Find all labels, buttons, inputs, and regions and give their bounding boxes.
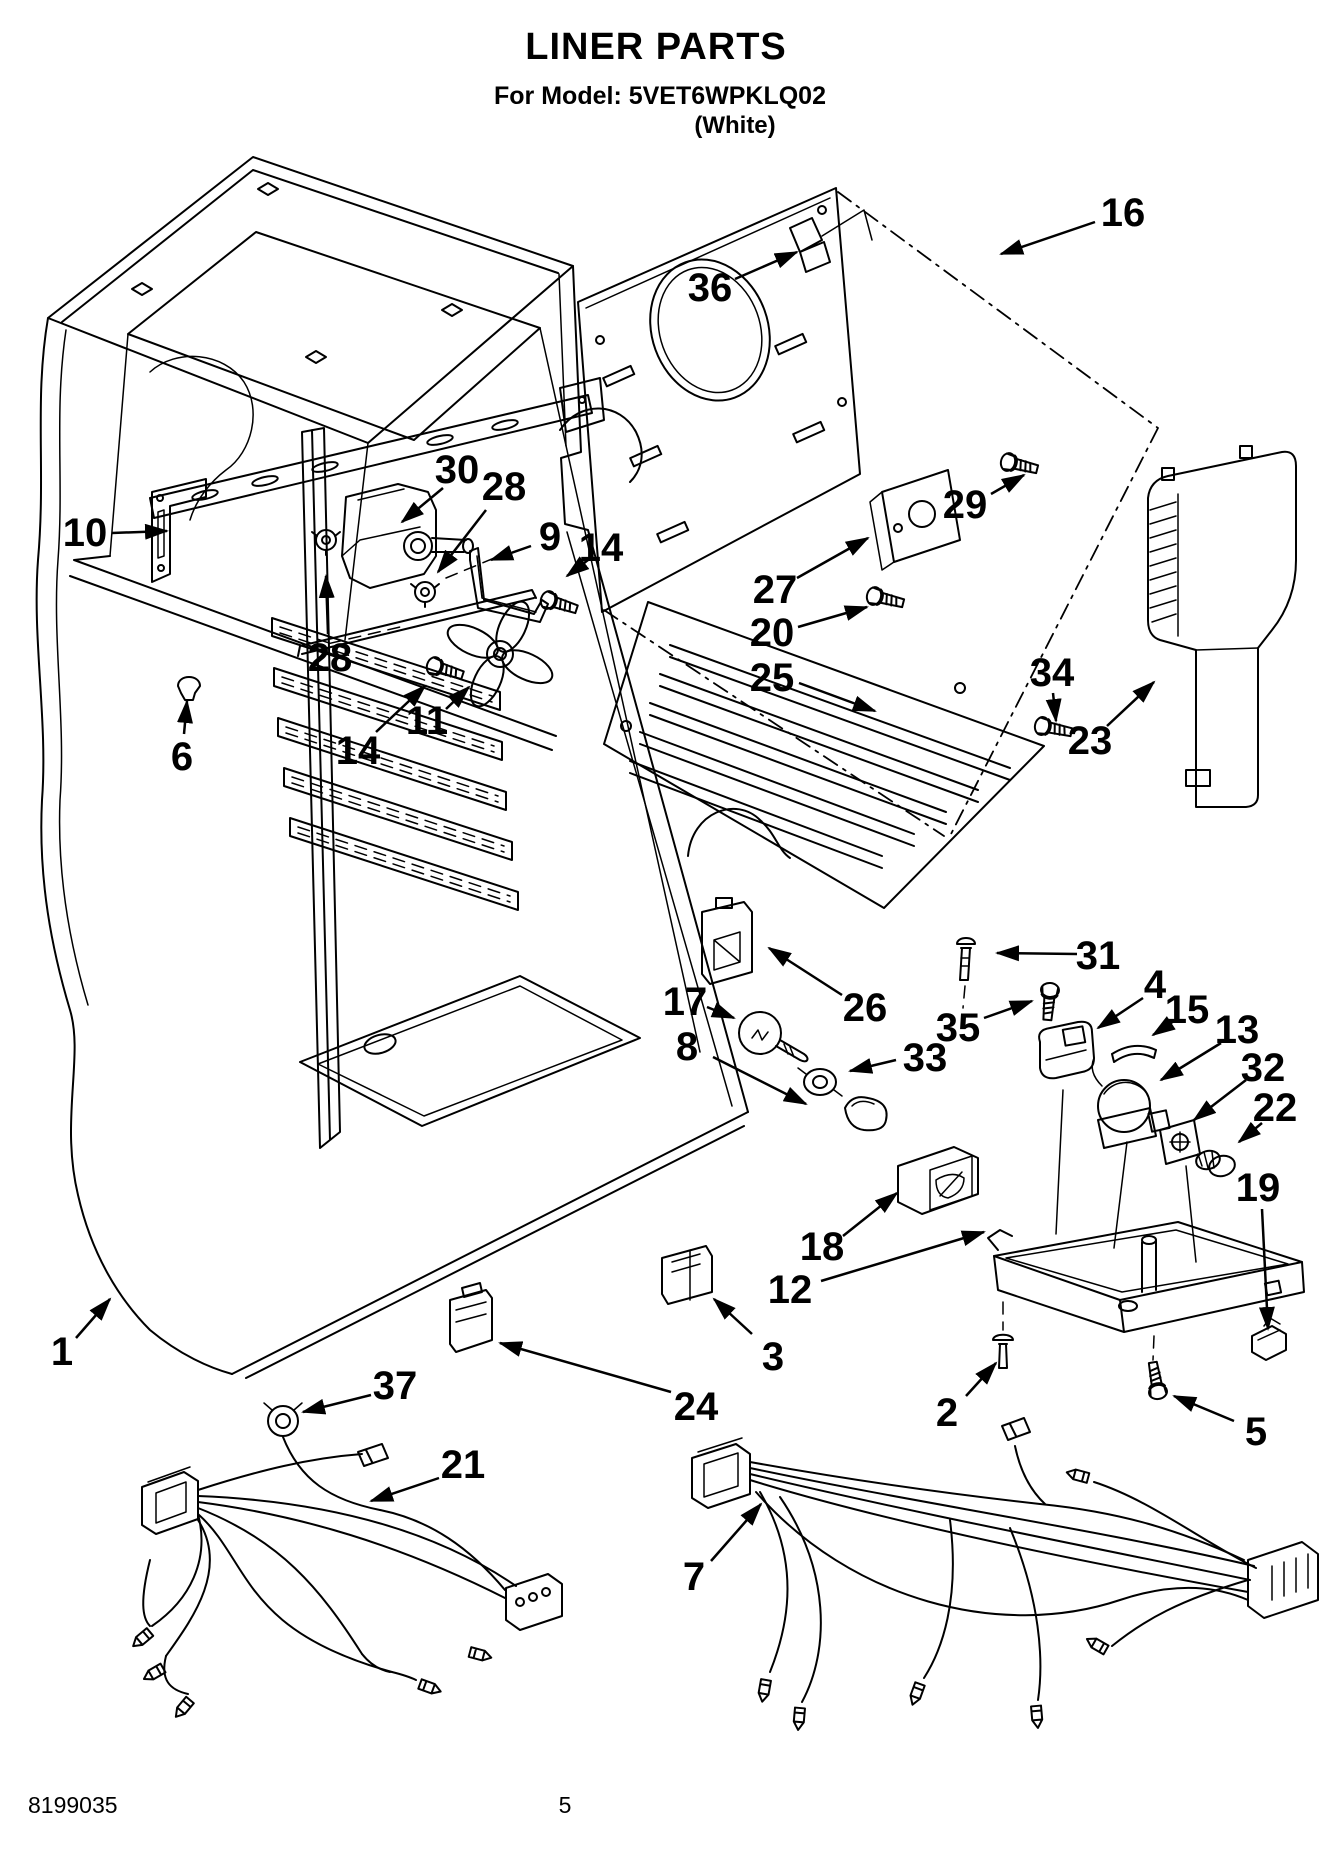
callout-arrow-12-11: [820, 1230, 986, 1283]
callout-label-25-25: 25: [750, 656, 795, 700]
callout-label-29-30: 29: [943, 483, 988, 527]
callout-arrow-27-27: [796, 536, 870, 580]
callout-label-16-16: 16: [1101, 191, 1146, 235]
callout-label-32-33: 32: [1241, 1046, 1286, 1090]
callout-label-26-26: 26: [843, 986, 888, 1030]
callout-arrow-10-9: [111, 523, 169, 540]
callout-arrow-32-33: [1192, 1079, 1247, 1122]
lamp-and-control-parts: [449, 897, 1305, 1402]
callout-label-4-3: 4: [1144, 963, 1167, 1007]
page-number: 5: [558, 1792, 572, 1818]
callout-label-28-29: 28: [308, 636, 353, 680]
callout-label-18-18: 18: [800, 1225, 845, 1269]
document-number: 8199035: [28, 1792, 118, 1818]
callout-label-8-7: 8: [676, 1025, 698, 1069]
callout-arrow-22-22: [1237, 1121, 1263, 1144]
callout-label-14-14: 14: [336, 729, 381, 773]
callout-label-6-5: 6: [171, 735, 193, 779]
callout-arrow-24-24: [498, 1341, 672, 1394]
callout-arrow-30-31: [400, 487, 444, 524]
wire-harness-7: [691, 1417, 1319, 1732]
callout-arrow-33-34: [848, 1058, 897, 1074]
callout-label-13-12: 13: [1215, 1008, 1260, 1052]
callout-label-20-20: 20: [750, 611, 795, 655]
callout-label-11-10: 11: [406, 699, 448, 743]
callout-label-36-37: 36: [688, 266, 733, 310]
callout-arrow-15-15: [1151, 1016, 1176, 1037]
callout-label-35-36: 35: [936, 1006, 981, 1050]
callout-label-12-11: 12: [768, 1268, 813, 1312]
callout-arrow-29-30: [990, 473, 1026, 496]
callout-arrow-35-36: [983, 999, 1034, 1020]
callout-arrow-26-26: [767, 946, 843, 997]
evaporator-fan-assembly: [297, 483, 581, 708]
callout-arrow-37-38: [301, 1393, 372, 1415]
callout-label-14-13: 14: [579, 526, 624, 570]
callout-arrow-16-16: [999, 220, 1096, 256]
top-mounting-rail: [149, 377, 605, 583]
callout-arrow-13-12: [1159, 1041, 1222, 1082]
callout-arrow-8-7: [712, 1055, 808, 1106]
callout-label-19-19: 19: [1236, 1166, 1281, 1210]
callout-label-34-35: 34: [1030, 651, 1075, 695]
callout-arrow-3-2: [712, 1297, 753, 1335]
callout-arrow-34-35: [1045, 692, 1062, 723]
air-tower: [1147, 445, 1297, 808]
callout-arrow-18-18: [842, 1191, 899, 1237]
callout-arrow-14-13: [565, 556, 590, 578]
callout-label-28-28: 28: [482, 465, 527, 509]
callout-label-17-17: 17: [663, 980, 708, 1024]
evaporator-floor-panel: [603, 601, 1075, 909]
callout-arrow-2-1: [965, 1361, 998, 1397]
liner-cabinet-drawing: [35, 156, 749, 1379]
callout-arrow-28-28: [436, 509, 487, 574]
callout-arrow-7-6: [710, 1502, 763, 1562]
callout-arrow-5-4: [1172, 1394, 1235, 1423]
callout-arrow-17-17: [706, 1002, 736, 1020]
callout-arrow-6-5: [177, 699, 193, 735]
wire-harness-21: [128, 1402, 563, 1722]
callout-label-24-24: 24: [674, 1385, 719, 1429]
callout-label-5-4: 5: [1245, 1410, 1267, 1454]
callout-arrow-14-14: [375, 684, 427, 733]
callout-arrow-19-19: [1258, 1208, 1275, 1331]
callout-arrow-21-21: [369, 1476, 440, 1503]
finish-subtitle: (White): [694, 112, 776, 139]
callout-label-2-1: 2: [936, 1391, 958, 1435]
callout-arrow-20-20: [797, 605, 869, 629]
callout-arrow-4-3: [1096, 996, 1144, 1030]
callout-label-33-34: 33: [903, 1036, 948, 1080]
model-subtitle: For Model: 5VET6WPKLQ02: [494, 82, 826, 110]
callout-arrow-9-8: [489, 544, 532, 562]
callout-arrow-11-10: [445, 685, 471, 710]
callout-label-31-32: 31: [1076, 934, 1121, 978]
callout-label-22-22: 22: [1253, 1086, 1298, 1130]
evaporator-cover-panel: [577, 187, 1159, 837]
callout-arrow-25-25: [798, 681, 877, 713]
callout-arrow-31-32: [995, 945, 1078, 962]
callout-label-21-21: 21: [441, 1443, 486, 1487]
callout-label-10-9: 10: [63, 511, 108, 555]
callout-label-30-31: 30: [435, 448, 480, 492]
callout-arrow-23-23: [1106, 680, 1156, 727]
callout-label-3-2: 3: [762, 1335, 784, 1379]
callout-label-37-38: 37: [373, 1364, 418, 1408]
callout-arrow-1-0: [75, 1297, 112, 1339]
callout-label-27-27: 27: [753, 568, 798, 612]
callout-label-15-15: 15: [1165, 988, 1210, 1032]
callout-arrow-36-37: [734, 250, 799, 281]
callout-arrow-28-29: [318, 574, 335, 635]
callout-label-9-8: 9: [539, 515, 561, 559]
callout-label-23-23: 23: [1068, 719, 1113, 763]
callout-label-7-6: 7: [683, 1555, 705, 1599]
callout-layer: 1234567891011121314141516171819202122232…: [51, 191, 1297, 1599]
callout-label-1-0: 1: [51, 1330, 73, 1374]
page-title: LINER PARTS: [525, 26, 787, 68]
